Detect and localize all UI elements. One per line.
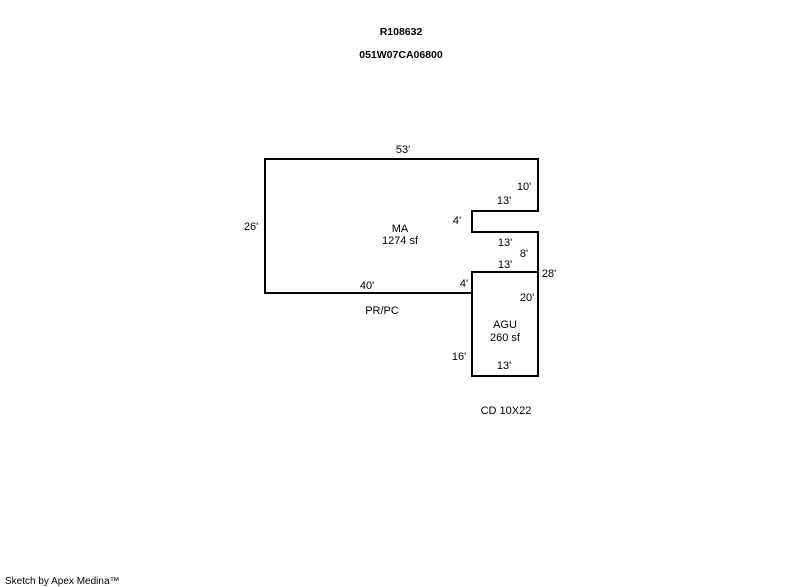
dim-garage-right: 20' (520, 292, 534, 304)
dim-garage-bottom: 13' (497, 360, 511, 372)
main-area-outline (264, 158, 539, 294)
dim-right-upper: 10' (517, 181, 531, 193)
garage-outline (471, 271, 539, 377)
porch-label: PR/PC (365, 305, 399, 317)
dim-top: 53' (396, 144, 410, 156)
dim-step: 4' (460, 278, 468, 290)
sketch-credit: Sketch by Apex Medina™ (5, 576, 120, 587)
dim-garage-top: 13' (498, 259, 512, 271)
dim-bottom: 40' (360, 280, 374, 292)
dim-right-middle: 8' (520, 248, 528, 260)
garage-size: 260 sf (490, 332, 521, 344)
deck-label: CD 10X22 (481, 405, 532, 417)
parcel-id: R108632 (380, 26, 423, 38)
dim-left: 26' (244, 221, 258, 233)
main-area-code: MA (392, 223, 409, 235)
main-area-size: 1274 sf (382, 235, 419, 247)
garage-code: AGU (493, 319, 517, 331)
dim-notch-depth: 4' (453, 215, 461, 227)
map-number: 051W07CA06800 (359, 49, 443, 61)
dim-notch-bottom: 13' (498, 237, 512, 249)
dim-garage-left: 16' (452, 351, 466, 363)
dim-right-total: 28' (542, 268, 556, 280)
dim-notch-top: 13' (497, 195, 511, 207)
